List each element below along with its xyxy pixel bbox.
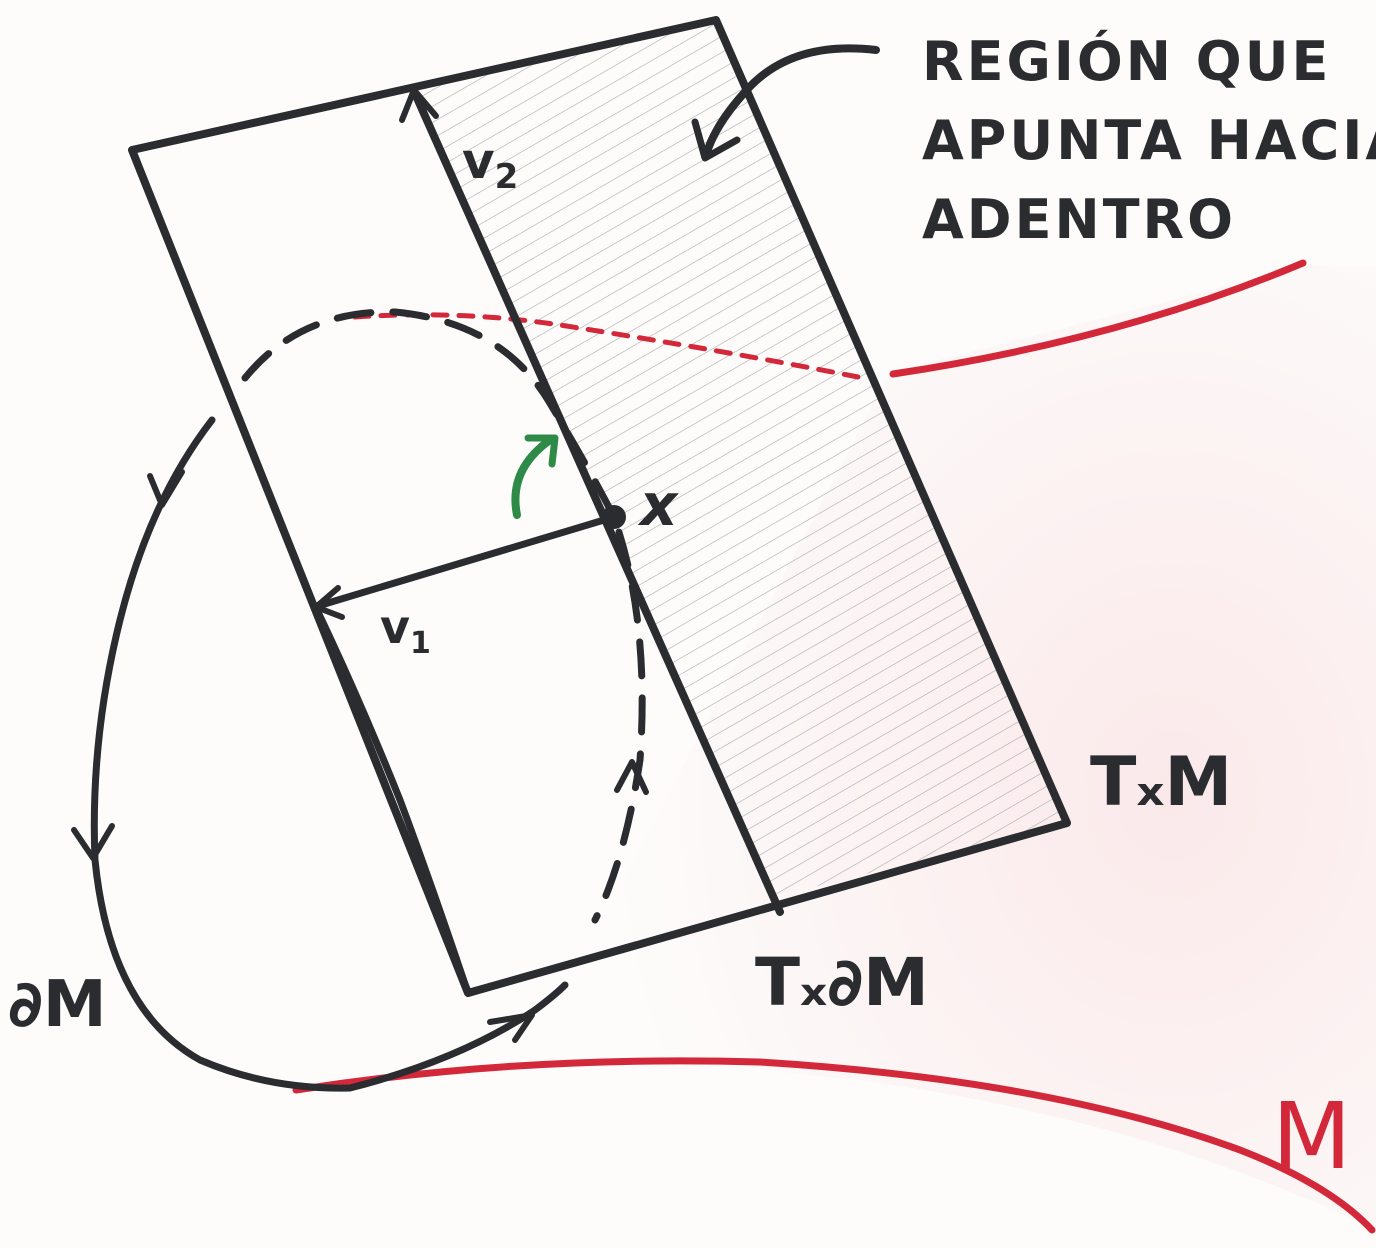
boundary-curve-dM xyxy=(90,416,569,1092)
point-x-dot xyxy=(602,505,626,529)
label-tangent-space: TₓM xyxy=(1090,743,1232,822)
label-v1: v1 xyxy=(380,600,431,661)
inner-rect-edge xyxy=(314,608,472,997)
boundary-arrowhead-bottom xyxy=(487,1012,535,1043)
annotation-pointer-arrowhead xyxy=(691,118,741,162)
manifold-upper-curve-hidden xyxy=(352,312,861,380)
annotation-line-2: APUNTA HACIA xyxy=(922,109,1376,172)
orientation-arrow-green xyxy=(511,436,554,519)
annotation-line-1: REGIÓN QUE xyxy=(922,30,1332,93)
annotation-pointer-arrow xyxy=(702,44,880,159)
label-v2: v2 xyxy=(462,132,518,197)
boundary-hidden-arrowhead xyxy=(614,759,649,795)
manifold-lower-curve xyxy=(292,1057,1376,1234)
tangent-plane-TxM xyxy=(128,16,1071,997)
vector-v1-arrowhead xyxy=(313,585,345,620)
boundary-arrowhead-left xyxy=(71,823,115,861)
label-manifold: M xyxy=(1272,1083,1351,1190)
vector-v2-arrowhead xyxy=(399,87,439,123)
annotation-line-3: ADENTRO xyxy=(922,188,1237,251)
inward-region-hatch xyxy=(413,20,1067,897)
vector-v1 xyxy=(314,513,618,610)
orientation-arrowhead-green xyxy=(524,434,559,468)
label-boundary-tangent: Tₓ∂M xyxy=(755,944,929,1021)
manifold-upper-curve xyxy=(889,259,1307,378)
boundary-arrowhead-top xyxy=(147,469,185,508)
label-point-x: x xyxy=(637,471,679,539)
label-boundary: ∂M xyxy=(8,968,107,1042)
inward-region-annotation: REGIÓN QUE APUNTA HACIA ADENTRO xyxy=(922,22,1376,259)
tangent-line-Tx-dM xyxy=(409,85,784,916)
